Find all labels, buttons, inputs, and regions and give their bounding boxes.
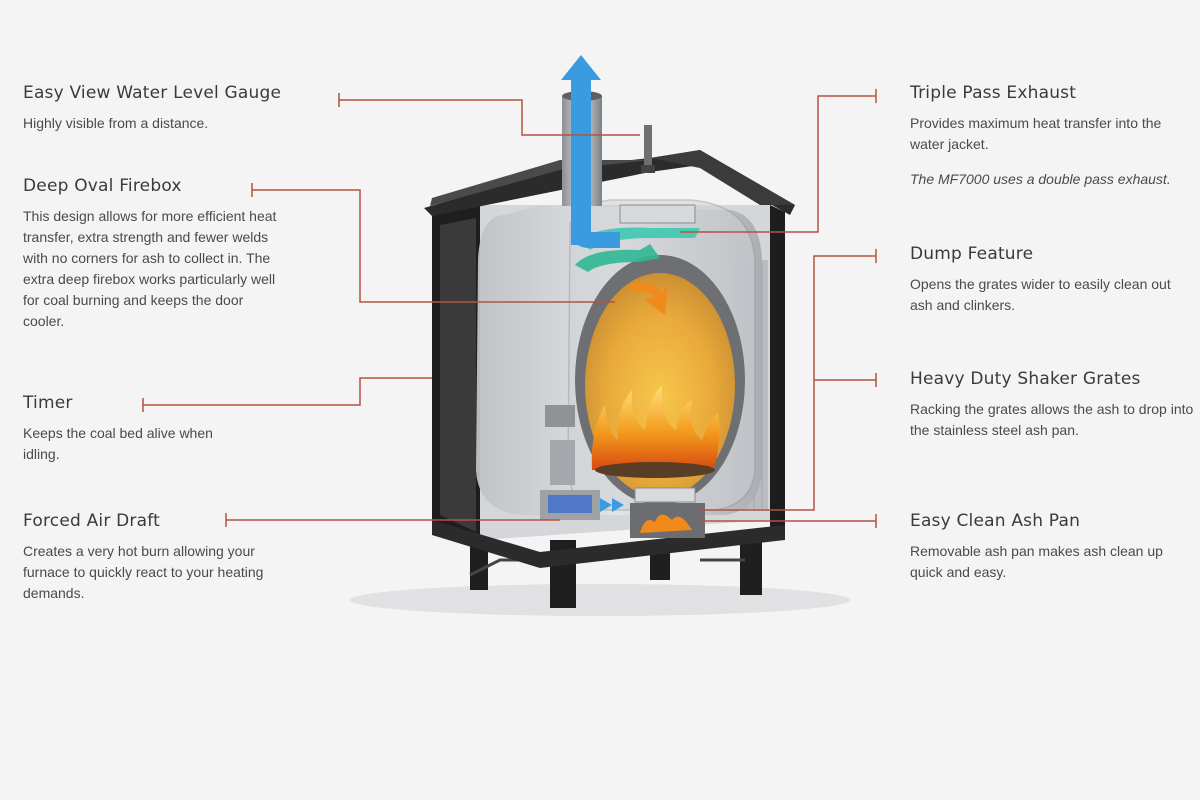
feature-description: Provides maximum heat transfer into the …	[910, 115, 1162, 152]
leader-oval	[252, 189, 615, 303]
feature-water-level-gauge: Easy View Water Level Gauge Highly visib…	[23, 83, 323, 134]
feature-title: Triple Pass Exhaust	[910, 83, 1077, 103]
leader-shaker	[700, 380, 815, 511]
feature-title: Easy View Water Level Gauge	[23, 83, 282, 103]
feature-note: The MF7000 uses a double pass exhaust.	[910, 171, 1171, 187]
feature-description: Keeps the coal bed alive when idling.	[23, 425, 213, 462]
feature-title: Deep Oval Firebox	[23, 176, 182, 196]
exhaust-up-arrow	[561, 55, 620, 248]
feature-description: Creates a very hot burn allowing your fu…	[23, 543, 264, 601]
feature-title: Forced Air Draft	[23, 511, 160, 531]
leader-lines	[142, 89, 877, 528]
water-level-gauge	[641, 125, 655, 173]
feature-description: Removable ash pan makes ash clean up qui…	[910, 543, 1163, 580]
furnace-roof	[424, 150, 795, 216]
leader-dump	[813, 255, 876, 381]
feature-title: Heavy Duty Shaker Grates	[910, 369, 1141, 389]
timer-controller	[545, 405, 575, 485]
feature-title: Dump Feature	[910, 244, 1034, 264]
feature-title: Timer	[23, 393, 73, 413]
flames	[591, 385, 720, 478]
feature-shaker-grates: Heavy Duty Shaker Grates Racking the gra…	[910, 369, 1195, 441]
floor-shadow	[350, 584, 850, 616]
feature-triple-pass-exhaust: Triple Pass Exhaust Provides maximum hea…	[910, 83, 1190, 190]
feature-forced-air-draft: Forced Air Draft Creates a very hot burn…	[23, 511, 288, 604]
feature-description: This design allows for more efficient he…	[23, 208, 277, 329]
feature-title: Easy Clean Ash Pan	[910, 511, 1081, 531]
shaker-grates	[634, 487, 696, 503]
feature-deep-oval-firebox: Deep Oval Firebox This design allows for…	[23, 176, 288, 332]
leader-gauge	[339, 99, 640, 136]
leader-timer	[143, 377, 432, 406]
feature-timer: Timer Keeps the coal bed alive when idli…	[23, 393, 253, 465]
leader-triple	[680, 95, 876, 233]
feature-ash-pan: Easy Clean Ash Pan Removable ash pan mak…	[910, 511, 1195, 583]
ash-pan	[630, 503, 705, 538]
forced-air-blower	[540, 490, 624, 520]
feature-description: Racking the grates allows the ash to dro…	[910, 401, 1194, 438]
feature-description: Opens the grates wider to easily clean o…	[910, 276, 1171, 313]
feature-dump: Dump Feature Opens the grates wider to e…	[910, 244, 1180, 316]
feature-description: Highly visible from a distance.	[23, 115, 209, 131]
